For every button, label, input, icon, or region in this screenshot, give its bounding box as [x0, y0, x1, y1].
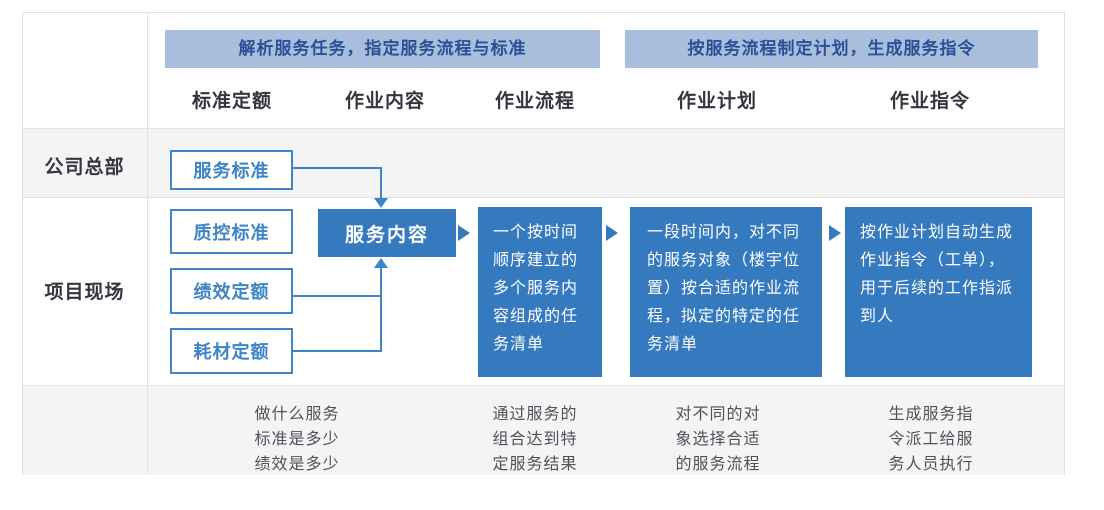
box-consumables-quota: 耗材定额: [170, 328, 293, 374]
column-header-standard-quota: 标准定额: [191, 91, 272, 112]
box-work-plan-description: 一段时间内，对不同的服务对象（楼宇位置）按合适的作业流程，拟定的特定的任务清单: [630, 207, 822, 377]
row-label-headquarters: 公司总部: [44, 157, 125, 178]
footnote-work-plan: 对不同的对 象选择合适 的服务流程: [675, 406, 761, 473]
phase-banner-plan: 按服务流程制定计划，生成服务指令: [625, 30, 1038, 68]
connector-consumables-quota-h: [293, 350, 382, 352]
box-service-standard: 服务标准: [170, 150, 293, 190]
phase-banner-analyze: 解析服务任务，指定服务流程与标准: [165, 30, 600, 68]
box-performance-quota: 绩效定额: [170, 268, 293, 314]
arrow-right-icon-2: [606, 225, 618, 241]
column-header-work-content: 作业内容: [344, 91, 425, 112]
footnote-standard-quota: 做什么服务 标准是多少 绩效是多少: [254, 406, 340, 473]
row-label-project-site: 项目现场: [44, 282, 125, 303]
arrow-down-icon: [374, 198, 388, 208]
column-header-work-instruction: 作业指令: [889, 91, 970, 112]
connector-service-standard-h: [293, 167, 381, 169]
row-band-footnotes: [23, 385, 1064, 475]
column-header-work-plan: 作业计划: [676, 91, 757, 112]
arrow-right-icon-3: [829, 225, 841, 241]
connector-quotas-v: [380, 268, 382, 352]
connector-performance-quota-h: [293, 295, 382, 297]
connector-service-standard-v: [380, 167, 382, 198]
footnote-work-instruction: 生成服务指 令派工给服 务人员执行: [888, 406, 974, 473]
column-header-work-process: 作业流程: [494, 91, 575, 112]
box-task-list-description: 一个按时间顺序建立的多个服务内容组成的任务清单: [478, 207, 602, 377]
box-work-instruction-description: 按作业计划自动生成作业指令（工单），用于后续的工作指派到人: [845, 207, 1032, 377]
box-quality-standard: 质控标准: [170, 209, 293, 254]
box-service-content: 服务内容: [318, 209, 456, 257]
footnote-work-process: 通过服务的 组合达到特 定服务结果: [492, 406, 578, 473]
arrow-right-icon-1: [458, 225, 470, 241]
arrow-up-icon: [374, 258, 388, 268]
label-column-divider: [147, 13, 148, 474]
